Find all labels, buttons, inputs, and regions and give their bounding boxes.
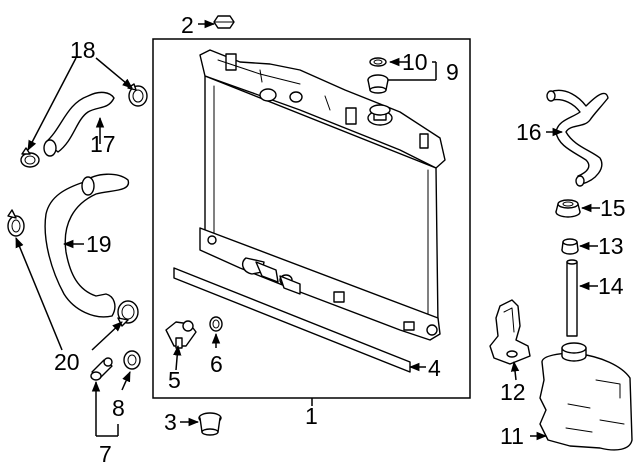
callout-7: 7 xyxy=(99,441,112,467)
clamp-part-20-upper xyxy=(7,209,25,237)
gasket-part-10 xyxy=(369,57,387,67)
drain-fitting-part-7 xyxy=(90,357,113,381)
callout-2: 2 xyxy=(181,12,194,38)
bracket-part-12 xyxy=(489,299,531,365)
callout-3: 3 xyxy=(164,409,177,435)
seal-strip-part-4 xyxy=(173,267,411,373)
callout-20: 20 xyxy=(54,349,80,375)
callout-15: 15 xyxy=(600,195,626,221)
mount-cushion-part-3 xyxy=(198,412,222,436)
callout-11: 11 xyxy=(500,423,524,449)
callout-9: 9 xyxy=(446,59,459,85)
callout-leaders xyxy=(15,19,600,441)
drain-plug-part-5 xyxy=(165,320,197,349)
callout-labels: 1 2 3 4 5 6 7 8 9 10 11 12 13 14 15 16 1… xyxy=(54,12,626,467)
cap-part-13 xyxy=(561,238,579,255)
callout-13: 13 xyxy=(598,233,624,259)
radiator-drawing xyxy=(199,49,446,341)
reservoir-hose-part-16 xyxy=(549,89,609,185)
callout-12: 12 xyxy=(500,379,526,405)
callout-1: 1 xyxy=(305,403,318,429)
lower-hose-part-19 xyxy=(44,173,130,318)
callout-18: 18 xyxy=(70,37,96,63)
overflow-tube-part-14 xyxy=(566,259,578,337)
callout-19: 19 xyxy=(86,231,112,257)
grommet-part-15 xyxy=(555,199,581,218)
o-ring-part-6 xyxy=(209,316,223,332)
upper-hose-part-17 xyxy=(45,91,115,153)
callout-10: 10 xyxy=(402,49,428,75)
reservoir-tank-part-11 xyxy=(539,342,633,451)
callout-14: 14 xyxy=(598,273,624,299)
clamp-part-18-upper xyxy=(127,83,148,107)
callout-6: 6 xyxy=(210,351,223,377)
callout-8: 8 xyxy=(112,395,125,421)
callout-5: 5 xyxy=(168,367,181,393)
callout-4: 4 xyxy=(428,355,441,381)
cap-part-2 xyxy=(213,15,235,29)
callout-17: 17 xyxy=(90,131,116,157)
callout-16: 16 xyxy=(516,119,542,145)
radiator-cap-part-9 xyxy=(367,74,389,94)
washer-part-8 xyxy=(123,350,141,370)
clamp-part-18-lower xyxy=(20,147,40,168)
clamp-part-20-lower xyxy=(117,300,139,327)
